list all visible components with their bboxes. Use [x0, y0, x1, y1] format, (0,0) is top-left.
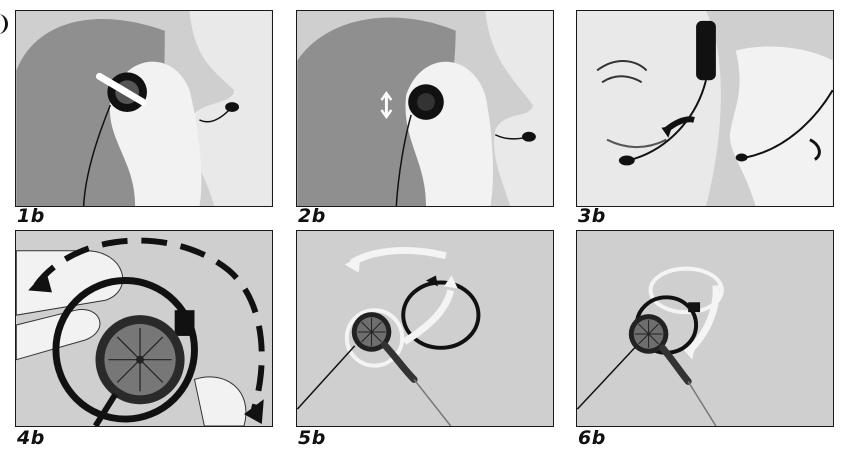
figure-3b — [576, 10, 834, 207]
figure-6b — [576, 230, 834, 427]
figure-1b — [15, 10, 273, 207]
caption-3b: 3b — [578, 205, 606, 227]
figure-2b-illustration — [297, 11, 553, 206]
figure-4b-illustration — [16, 231, 272, 426]
figure-6b-illustration — [577, 231, 833, 426]
caption-4b: 4b — [17, 427, 45, 449]
figure-1b-illustration — [16, 11, 272, 206]
figure-3b-illustration — [577, 11, 833, 206]
caption-6b: 6b — [578, 427, 606, 449]
caption-1b: 1b — [17, 205, 45, 227]
figure-5b — [296, 230, 554, 427]
caption-2b: 2b — [298, 205, 326, 227]
caption-5b: 5b — [298, 427, 326, 449]
page-edge-mark — [0, 14, 8, 34]
figure-5b-illustration — [297, 231, 553, 426]
figure-4b — [15, 230, 273, 427]
figure-2b — [296, 10, 554, 207]
